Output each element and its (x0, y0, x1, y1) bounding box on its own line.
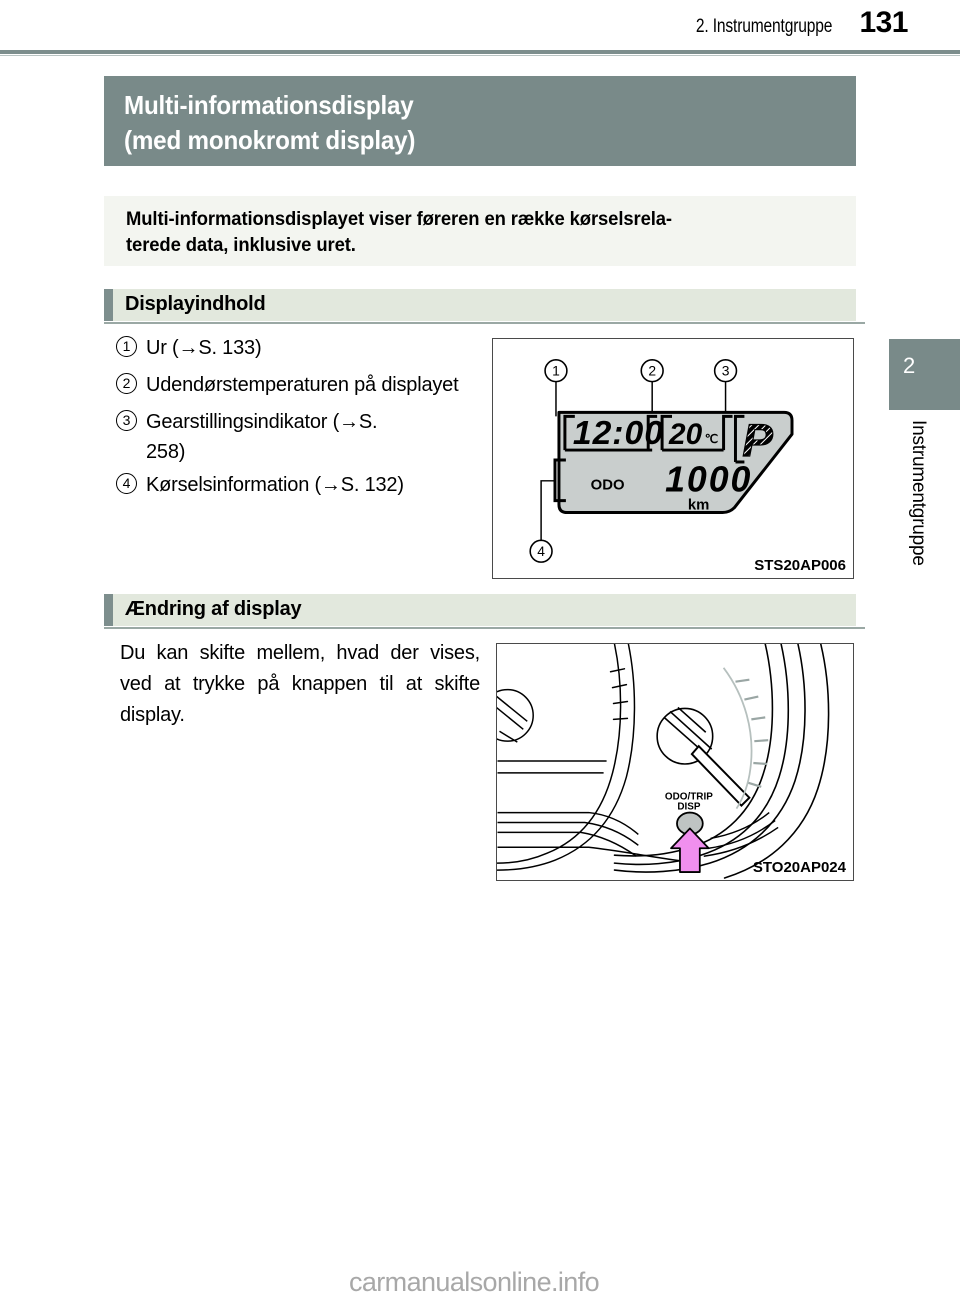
callout-number-2: 2 (116, 373, 137, 394)
list-item: 2 Udendørstemperaturen på displayet (116, 370, 476, 404)
section-heading-label: Displayindhold (125, 293, 266, 315)
page-title-band: Multi-informationsdisplay (med monokromt… (104, 76, 856, 166)
figure-callout-2: 2 (648, 363, 656, 379)
change-display-paragraph: Du kan skifte mellem, hvad der vises, ve… (120, 642, 480, 726)
figure-callout-1: 1 (552, 363, 560, 379)
figure-callout-3: 3 (722, 363, 730, 379)
page-number: 131 (859, 6, 908, 39)
list-item: 3 Gearstillingsindikator (→S. 258) (116, 407, 476, 467)
list-item-text: Ur (→S. 133) (146, 337, 262, 359)
lcd-odo-unit: km (688, 498, 709, 514)
lcd-illustration: 1 2 3 4 (529, 359, 794, 563)
page-title-line-2: (med monokromt display) (124, 125, 416, 155)
cluster-button-label-line2: DISP (677, 802, 701, 813)
header-chapter-label: 2. Instrumentgruppe (695, 16, 832, 37)
section-heading-aendring-af-display: Ændring af display (104, 594, 865, 629)
section-heading-underline (104, 322, 865, 324)
list-item-text: Gearstillingsindikator (→S. 258) (146, 411, 378, 463)
section-heading-underline (104, 627, 865, 629)
cluster-illustration: ODO/TRIP DISP (497, 644, 830, 879)
figure-lcd-display: 1 2 3 4 (492, 338, 854, 579)
callout-number-1: 1 (116, 336, 137, 357)
list-item-text: Kørselsinformation (→S. 132) (146, 474, 404, 496)
lcd-temperature-value: 20 (668, 418, 703, 451)
lcd-temperature-unit: ℃ (705, 432, 718, 446)
callout-number-4: 4 (116, 473, 137, 494)
figure-code-cluster: STO20AP024 (752, 859, 846, 876)
chapter-tab-label: Instrumentgruppe (908, 420, 929, 566)
lcd-gear-indicator: P (742, 415, 773, 466)
lcd-odo-label: ODO (591, 478, 625, 494)
list-item: 4 Kørselsinformation (→S. 132) (116, 470, 476, 504)
figure-callout-4: 4 (537, 543, 545, 559)
header-rule-thin (0, 55, 960, 56)
section-heading-displayindhold: Displayindhold (104, 289, 865, 324)
lcd-odo-value: 1000 (665, 460, 752, 500)
footer-watermark: carmanualsonline.info (348, 1267, 600, 1297)
lcd-clock-value: 12:00 (573, 414, 664, 452)
chapter-tab: 2 (889, 339, 960, 410)
header-rule (0, 50, 960, 54)
lcd-panel (557, 410, 794, 515)
page-title-line-1: Multi-informationsdisplay (124, 90, 414, 120)
callout-number-3: 3 (116, 410, 137, 431)
figure-code-lcd: STS20AP006 (754, 557, 846, 574)
section-heading-label: Ændring af display (125, 598, 302, 620)
intro-abstract-box: Multi-informationsdisplayet viser førere… (104, 196, 856, 266)
chapter-tab-number: 2 (903, 353, 916, 378)
intro-line-1: Multi-informationsdisplayet viser førere… (126, 209, 672, 230)
cluster-button-label-line1: ODO/TRIP (665, 792, 713, 803)
figure-instrument-cluster: ODO/TRIP DISP STO20AP024 (496, 643, 854, 881)
list-item: 1 Ur (→S. 133) (116, 333, 476, 367)
list-item-text: Udendørstemperaturen på displayet (146, 374, 459, 396)
display-content-list: 1 Ur (→S. 133) 2 Udendørstemperaturen på… (116, 333, 476, 507)
page-running-header: 2. Instrumentgruppe 131 (0, 0, 960, 56)
intro-line-2: terede data, inklusive uret. (126, 235, 356, 256)
action-arrow-icon (670, 827, 710, 873)
